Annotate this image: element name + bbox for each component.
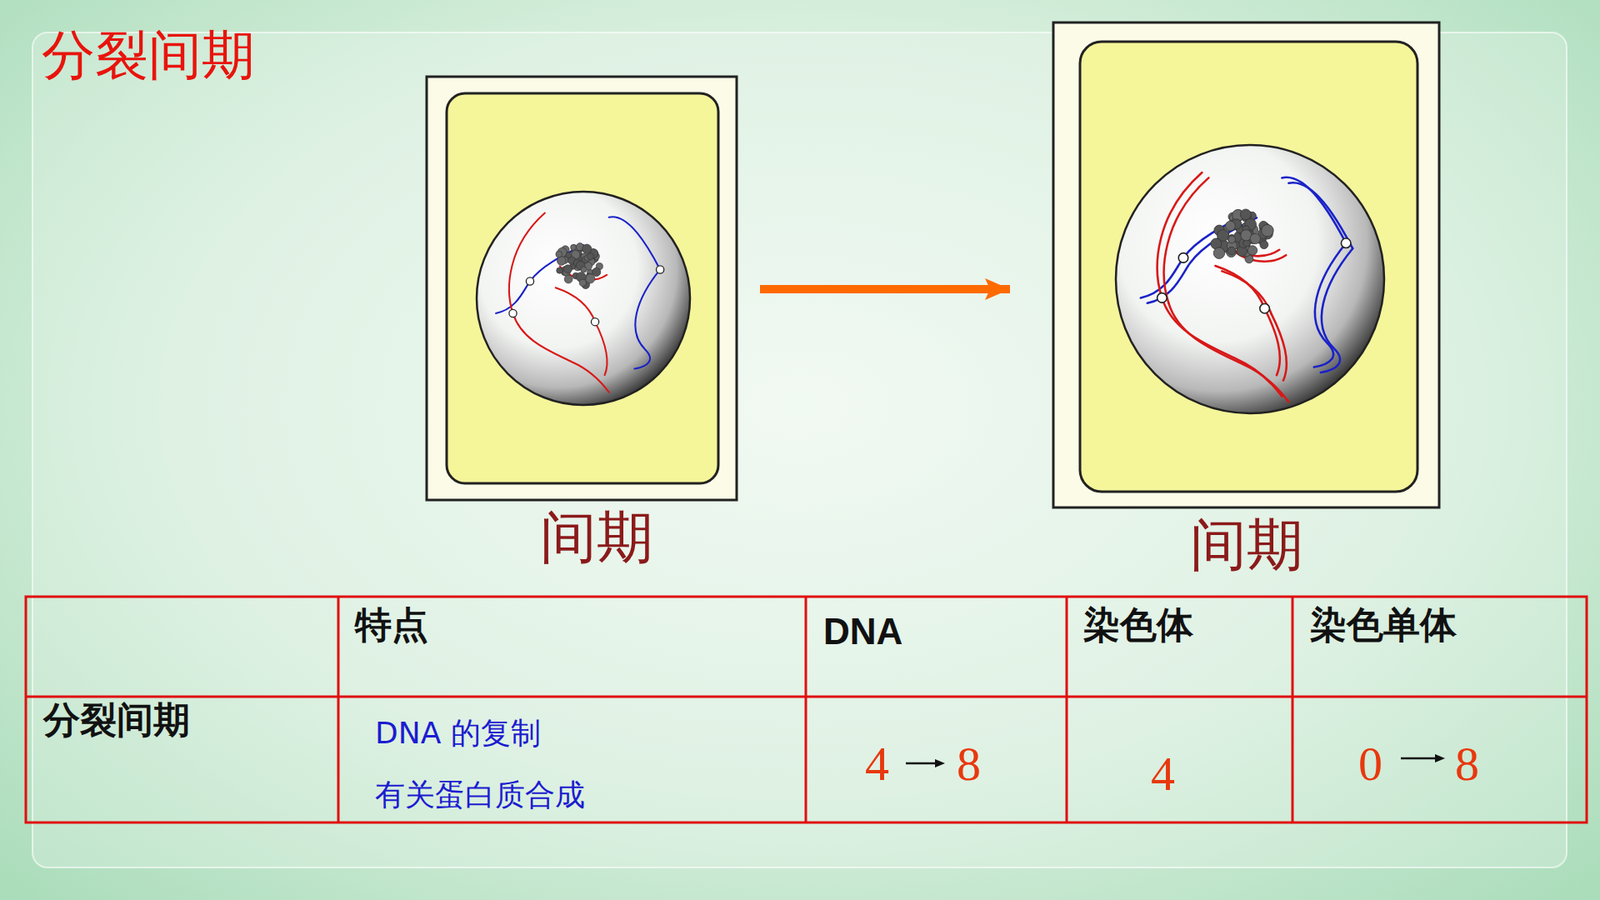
table-grid — [25, 596, 1587, 823]
table-cell: 0 — [1358, 740, 1383, 789]
cell-figure: 间期 — [1053, 22, 1440, 577]
table-cell: 8 — [1455, 740, 1480, 789]
table-cell: 特点 — [355, 606, 429, 644]
table-cell: 染色体 — [1083, 606, 1194, 644]
slide-title: 分裂间期 — [41, 25, 255, 87]
stage-label: 间期 — [1190, 514, 1304, 577]
cell-figure: 间期 — [426, 76, 737, 570]
table-cell: 4 — [865, 740, 890, 789]
plant-cell — [1053, 22, 1440, 508]
table-cell: 分裂间期 — [43, 701, 190, 739]
plant-cell — [426, 76, 737, 500]
table-cell: DNA 的复制 — [375, 718, 541, 749]
table-cell: 染色单体 — [1310, 606, 1457, 644]
table-cell: 8 — [956, 740, 981, 789]
table-cell: 有关蛋白质合成 — [375, 780, 585, 810]
stage-label: 间期 — [540, 506, 654, 570]
table-cell: DNA — [823, 613, 903, 650]
process-arrow — [760, 285, 1010, 294]
table-cell: 4 — [1150, 750, 1175, 799]
